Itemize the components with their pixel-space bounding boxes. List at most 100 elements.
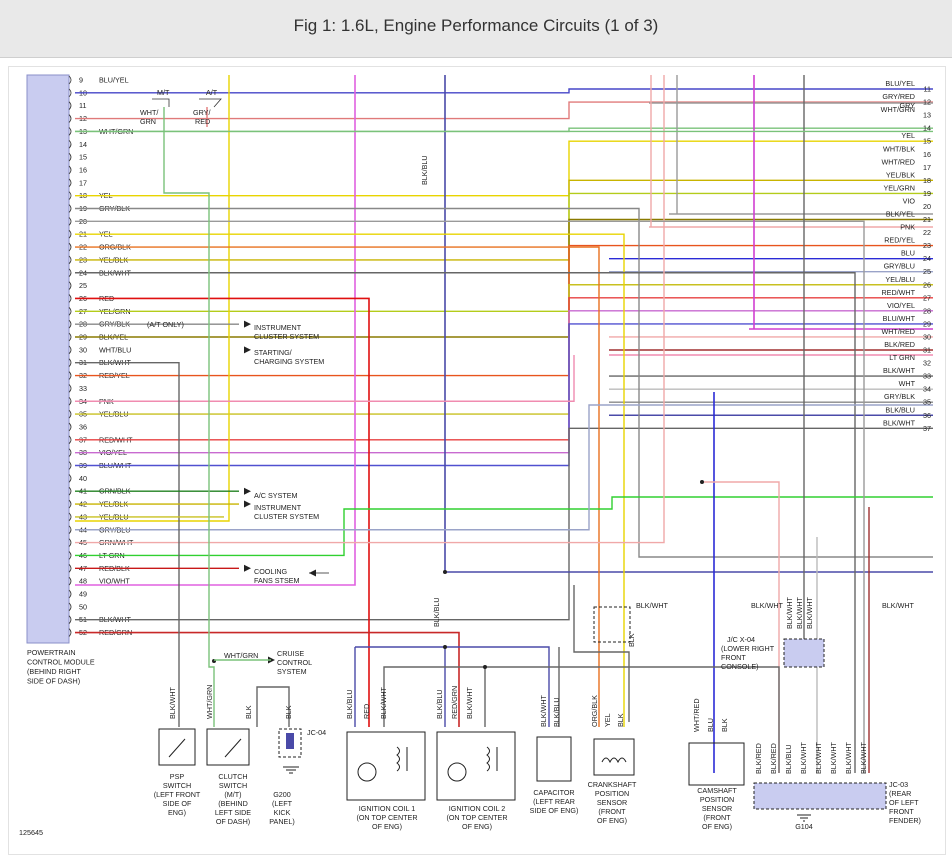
note-jc03: FENDER) — [889, 816, 921, 825]
ref-wire-11: BLU/YEL — [885, 79, 915, 88]
pin-bracket — [68, 576, 72, 586]
cam-label: CAMSHAFT — [697, 786, 737, 795]
note-jcx04: CONSOLE) — [721, 662, 759, 671]
ignition-coil-2-box — [436, 731, 516, 801]
pin-number-40: 40 — [79, 474, 87, 483]
ref-wire-17: WHT/RED — [881, 157, 915, 166]
note-jc04: JC-04 — [307, 728, 326, 737]
clutch-wire-label-2: BLK — [244, 705, 253, 719]
clutch-label: (BEHIND — [218, 799, 248, 808]
pin-bracket — [68, 127, 72, 136]
coil2-transistor — [447, 762, 467, 782]
pin-bracket — [68, 178, 72, 188]
pin-bracket — [68, 114, 72, 123]
ref-wire-26: YEL/BLU — [885, 275, 915, 284]
wire-g200 — [256, 686, 290, 727]
ref-wire-30: WHT/RED — [881, 327, 915, 336]
crank-label: (FRONT — [598, 807, 626, 816]
note-at-only: (A/T ONLY) — [147, 320, 184, 329]
note-g104: G104 — [795, 822, 813, 831]
arrow-instrument2 — [244, 500, 251, 508]
pin-bracket — [68, 525, 72, 535]
ref-number-28: 28 — [923, 306, 931, 315]
note-ac: A/C SYSTEM — [254, 491, 298, 500]
jcx04-wire-label: BLK/WHT — [785, 596, 794, 629]
wire-org-blk — [75, 246, 600, 727]
pin-bracket — [68, 294, 72, 303]
ref-number-22: 22 — [923, 228, 931, 237]
pin-bracket — [68, 307, 72, 316]
wire-lt-grn — [75, 496, 933, 557]
coil1-label: (ON TOP CENTER — [356, 813, 417, 822]
wire-pin20 — [75, 220, 865, 773]
pin-wire-48: VIO/WHT — [99, 577, 130, 586]
wire-red — [75, 297, 370, 727]
coil2-label: OF ENG) — [462, 822, 492, 831]
ref-wire-29: BLU/WHT — [883, 314, 916, 323]
wire-clutch — [163, 107, 215, 727]
bracket-at — [199, 98, 222, 108]
pcm-label-line: POWERTRAIN — [27, 648, 76, 657]
ref-wire-13: WHT/GRN — [881, 105, 915, 114]
junction-dot — [443, 570, 447, 574]
jc03-wire-label: BLK/WHT — [844, 741, 853, 774]
note-blkwht-crank: BLK/WHT — [636, 601, 669, 610]
figure-header: Fig 1: 1.6L, Engine Performance Circuits… — [0, 0, 952, 58]
bracket-mt — [152, 98, 170, 107]
note-at: A/T — [206, 88, 218, 97]
ref-number-21: 21 — [923, 215, 931, 224]
pin-bracket — [68, 319, 72, 329]
capacitor-label: (LEFT REAR — [533, 797, 575, 806]
note-instrument-2b: CLUSTER SYSTEM — [254, 512, 319, 521]
jc03-wire-label: BLK/WHT — [829, 741, 838, 774]
ref-wire-25: GRY/BLU — [884, 262, 915, 271]
wire-coil-to-jc — [485, 666, 780, 773]
ref-number-35: 35 — [923, 398, 931, 407]
pin-bracket — [68, 358, 72, 367]
ref-wire-18: YEL/BLK — [886, 170, 915, 179]
note-whtgrn2: GRN — [140, 117, 156, 126]
psp-wire-label: BLK/WHT — [168, 686, 177, 719]
ref-number-37: 37 — [923, 424, 931, 433]
wire-pnk-pcm — [75, 355, 575, 402]
note-g200: G200 — [273, 790, 291, 799]
wire-yel-crank — [75, 233, 625, 727]
coil1-wire-label: BLK/BLU — [345, 689, 354, 719]
pin-bracket — [68, 371, 72, 380]
pin-bracket — [68, 551, 72, 560]
g200-wire-label: BLK — [284, 705, 293, 719]
note-cruise-b: CONTROL — [277, 658, 312, 667]
ref-wire-31: BLK/RED — [884, 340, 915, 349]
wire-crank-blkwht — [573, 585, 630, 722]
capacitor-label: SIDE OF ENG) — [530, 806, 579, 815]
pin-wire-9: BLU/YEL — [99, 76, 129, 85]
pin-bracket — [68, 255, 72, 265]
note-mt: M/T — [157, 88, 170, 97]
pin-bracket — [68, 384, 72, 393]
jc03-wire-label: BLK/WHT — [814, 741, 823, 774]
note-starting: STARTING/ — [254, 348, 292, 357]
note-jcx04: J/C X-04 — [727, 635, 755, 644]
psp-switch-lever — [168, 738, 186, 758]
pin-number-9: 9 — [79, 76, 83, 85]
crank-label: POSITION — [595, 789, 629, 798]
jc-03-block — [753, 782, 887, 810]
clutch-label: OF DASH) — [216, 817, 250, 826]
psp-label: SIDE OF — [163, 799, 192, 808]
coil2-label: IGNITION COIL 2 — [449, 804, 505, 813]
psp-label: ENG) — [168, 808, 186, 817]
ref-wire-33: BLK/WHT — [883, 366, 916, 375]
ref-wire-12: GRY/RED — [882, 92, 915, 101]
crank-label: SENSOR — [597, 798, 627, 807]
pcm-label-line: (BEHIND RIGHT — [27, 667, 82, 676]
arrow-cooling — [244, 564, 251, 572]
pin-number-11: 11 — [79, 101, 86, 110]
pin-bracket — [68, 204, 72, 213]
arrow-cruise — [268, 656, 275, 664]
note-jcx04: FRONT — [721, 653, 746, 662]
ref-wire-36: BLK/BLU — [885, 405, 915, 414]
jc03-wire-label: BLK/RED — [754, 743, 763, 774]
wire-BLK/WHT — [75, 427, 933, 621]
coil2-wire-label: RED/GRN — [450, 686, 459, 719]
